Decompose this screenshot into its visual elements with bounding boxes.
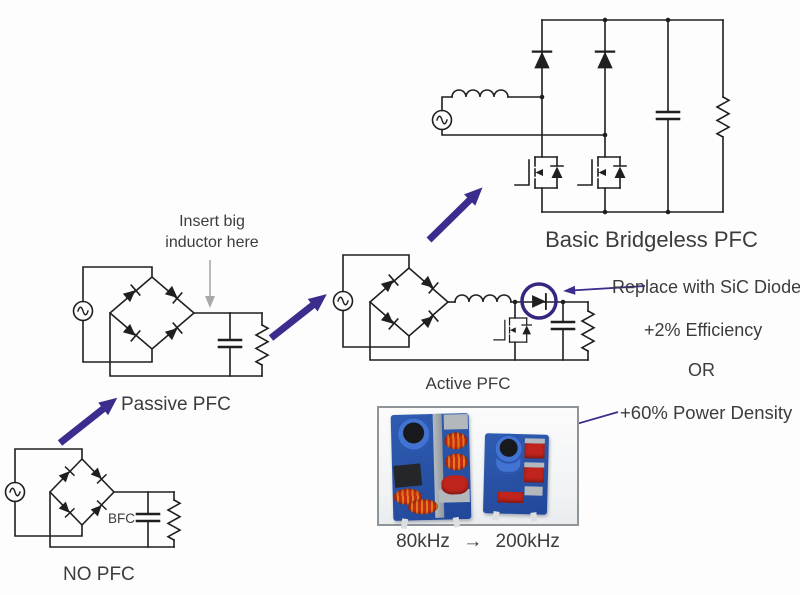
capacitor-icon — [135, 512, 161, 523]
ac-source-icon — [431, 109, 453, 131]
frequency-caption: 80kHz → 200kHz — [377, 531, 579, 553]
toroid-inductor — [444, 432, 468, 450]
mosfet-icon — [493, 317, 533, 343]
capacitor-icon — [550, 320, 576, 331]
ac-source-icon — [4, 481, 26, 503]
bridgeless-pfc-circuit — [431, 17, 730, 215]
power-density-callout: +60% Power Density — [620, 402, 793, 423]
no-pfc-circuit — [4, 448, 181, 548]
red-transformer — [441, 475, 469, 495]
sic-diode-highlight-circle — [520, 282, 558, 320]
ac-source-icon — [72, 300, 94, 322]
heatsink-block — [443, 414, 469, 430]
standoff-leg — [452, 516, 461, 528]
right-arrow-icon: → — [463, 531, 483, 552]
active-pfc-label: Active PFC — [425, 374, 511, 393]
arrow-active-to-bridgeless-icon — [426, 187, 483, 243]
passive-pfc-label: Passive PFC — [121, 394, 231, 415]
bridgeless-pfc-label: Basic Bridgeless PFC — [545, 227, 758, 252]
standoff-leg — [530, 512, 538, 522]
capacitor-icon — [217, 338, 243, 349]
or-callout: OR — [688, 360, 715, 380]
resistor-icon — [255, 324, 269, 366]
standoff-leg — [492, 511, 500, 521]
boost-inductor-icon — [454, 294, 512, 303]
transformer — [393, 463, 423, 488]
leg-diode-icon — [531, 50, 553, 70]
inductor-annotation-arrow-icon — [205, 260, 215, 308]
active-pfc-circuit — [332, 254, 595, 361]
red-transformer — [523, 467, 545, 483]
resistor-icon — [716, 96, 730, 138]
no-pfc-label: NO PFC — [63, 564, 135, 585]
capacitor-icon — [655, 110, 681, 121]
arrow-passive-to-active-icon — [268, 294, 327, 341]
red-component — [497, 491, 524, 504]
bulk-capacitor — [395, 415, 432, 452]
leg-diode-icon — [594, 50, 616, 70]
mosfet-icon — [514, 156, 564, 189]
resistor-icon — [581, 310, 595, 352]
resistor-icon — [167, 499, 181, 541]
insert-inductor-annotation: Insert big inductor here — [136, 212, 288, 254]
pcb-comparison-photo — [377, 406, 579, 530]
toroid-inductor — [407, 498, 439, 515]
annotation-line1: Insert big — [179, 213, 245, 230]
toroid-inductor — [444, 453, 469, 471]
frequency-after: 200kHz — [495, 531, 560, 552]
bfc-capacitor-label: BFC — [108, 511, 135, 526]
mosfet-icon — [577, 156, 627, 189]
frequency-before: 80kHz — [396, 531, 450, 552]
sic-callout-arrow-icon — [563, 285, 646, 295]
ac-source-icon — [332, 290, 354, 312]
red-transformer — [524, 443, 545, 459]
passive-pfc-circuit — [72, 266, 269, 377]
photo-board-80khz — [390, 412, 472, 530]
sic-diode-callout: Replace with SiC Diode — [612, 277, 800, 297]
input-inductor-icon — [451, 89, 509, 98]
component-cap — [524, 486, 543, 496]
photo-board-200khz — [482, 433, 550, 522]
arrow-no-to-passive-icon — [57, 397, 118, 446]
annotation-line2: inductor here — [165, 233, 259, 251]
efficiency-callout: +2% Efficiency — [644, 320, 763, 340]
boost-diode-icon — [531, 293, 547, 310]
